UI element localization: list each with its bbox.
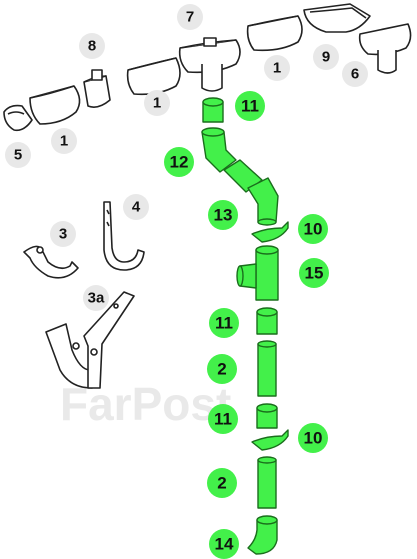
gutter-section-right: [246, 15, 303, 52]
downpipe-2-low: [257, 456, 277, 509]
callout-3: 3: [50, 221, 76, 247]
gutter-outlet-6: [358, 23, 412, 74]
pipe-socket-11-low: [256, 403, 278, 429]
callout-5: 5: [5, 142, 31, 168]
svg-text:11: 11: [214, 410, 232, 429]
callout-9: 9: [313, 44, 339, 70]
svg-text:3: 3: [59, 226, 67, 243]
gutter-bracket-3a: [45, 291, 135, 389]
callout-8: 8: [79, 33, 105, 59]
pipe-elbow-13: [247, 177, 279, 226]
callout-11-top: 11: [235, 91, 265, 121]
gutter-section-left: [29, 85, 81, 125]
svg-text:9: 9: [322, 49, 330, 66]
downpipe-2-top: [257, 340, 277, 397]
svg-text:4: 4: [132, 199, 141, 216]
callout-6: 6: [342, 61, 368, 87]
svg-text:10: 10: [304, 220, 323, 239]
callout-10-low: 10: [298, 423, 328, 453]
svg-text:11: 11: [241, 97, 259, 116]
pipe-tee-15: [236, 245, 279, 301]
callout-2-top: 2: [207, 354, 237, 384]
svg-text:2: 2: [217, 474, 226, 493]
callout-7: 7: [177, 4, 203, 30]
pipe-elbow-12: [201, 127, 237, 173]
callout-3a: 3a: [83, 285, 109, 311]
svg-text:1: 1: [273, 60, 281, 77]
svg-text:14: 14: [215, 535, 234, 554]
callout-1-mid: 1: [144, 90, 170, 116]
svg-text:5: 5: [14, 147, 22, 164]
leaf-trap-10-low: [251, 429, 289, 451]
svg-text:10: 10: [304, 429, 323, 448]
callout-11-low: 11: [208, 404, 238, 434]
leaf-trap-10-top: [251, 221, 289, 243]
callout-12: 12: [164, 147, 194, 177]
pipe-socket-11-mid: [256, 307, 278, 335]
svg-text:2: 2: [217, 360, 226, 379]
svg-text:11: 11: [215, 314, 233, 333]
callout-15: 15: [299, 258, 329, 288]
gutter-section-mid: [126, 57, 181, 96]
svg-text:8: 8: [88, 38, 96, 55]
gutter-corner-9: [303, 3, 371, 33]
gutter-hook-4: [103, 201, 145, 271]
callout-1-top: 1: [264, 55, 290, 81]
pipe-socket-11-top: [202, 97, 224, 123]
callout-13: 13: [208, 200, 238, 230]
gutter-bracket-3: [23, 245, 79, 279]
callout-14: 14: [209, 529, 239, 559]
callout-2-low: 2: [207, 468, 237, 498]
gutter-end-cap-left: [3, 104, 33, 132]
callout-11-mid: 11: [209, 308, 239, 338]
callout-10-top: 10: [298, 214, 328, 244]
svg-text:13: 13: [214, 206, 233, 225]
svg-text:6: 6: [351, 66, 359, 83]
svg-text:1: 1: [60, 133, 68, 150]
callout-4: 4: [123, 194, 149, 220]
svg-text:7: 7: [186, 9, 194, 26]
svg-text:3a: 3a: [88, 290, 105, 307]
svg-text:1: 1: [153, 95, 161, 112]
gutter-coupler-8: [83, 69, 111, 108]
pipe-offset-straight: [223, 159, 263, 193]
callout-1-left: 1: [51, 128, 77, 154]
svg-text:12: 12: [170, 153, 189, 172]
pipe-outlet-elbow-14: [247, 515, 278, 555]
gutter-outlet-7: [178, 37, 241, 92]
svg-text:15: 15: [305, 264, 324, 283]
